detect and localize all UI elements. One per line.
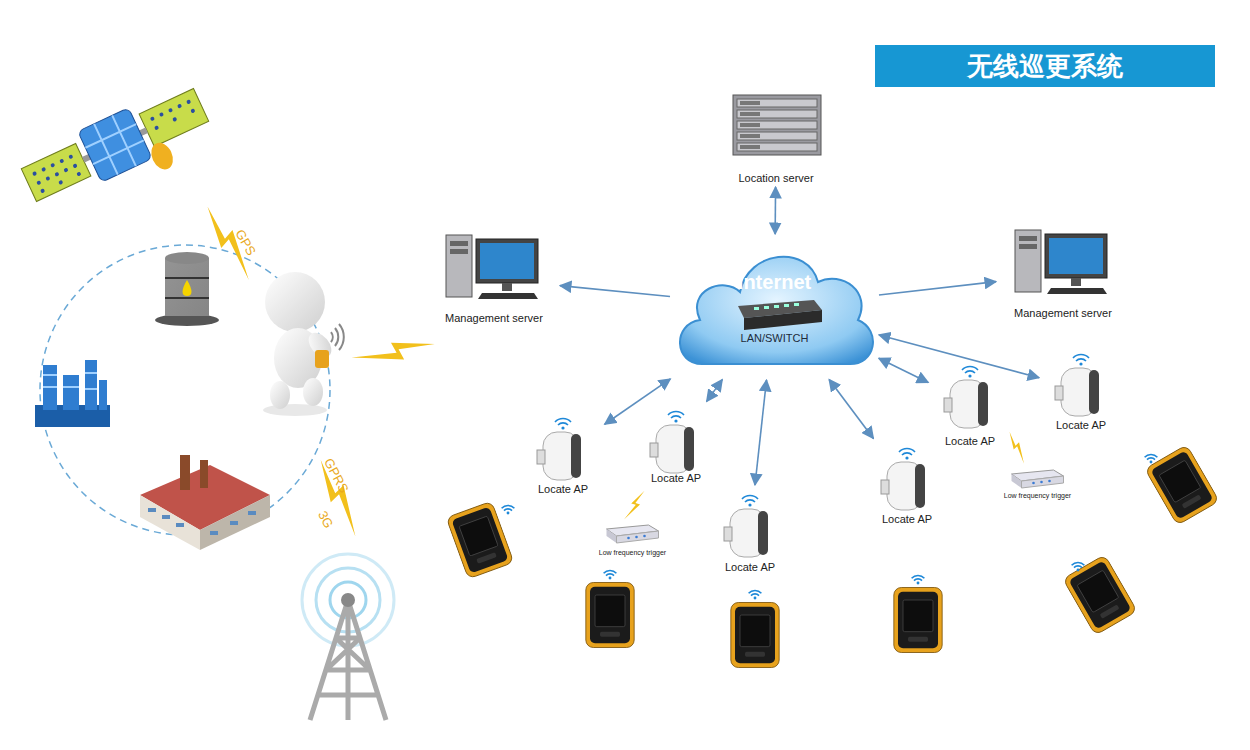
node-label: Locate AP	[651, 472, 701, 485]
network-link	[879, 358, 928, 382]
network-link	[829, 380, 873, 439]
server: Management server	[430, 233, 558, 325]
node-label: Management server	[445, 312, 543, 325]
node-label: Locate AP	[1056, 419, 1106, 432]
signal-label: 3G	[315, 508, 336, 530]
title-text: 无线巡更系统	[967, 49, 1123, 84]
network-link	[707, 380, 723, 402]
network-link	[605, 379, 671, 424]
network-link	[879, 282, 996, 295]
trigger-device: Low frequency trigger	[990, 466, 1085, 500]
network-link	[774, 187, 776, 234]
network-cloud: InternetLAN/SWITCH	[672, 236, 877, 378]
network-link	[755, 380, 767, 485]
access-point: Locate AP	[867, 440, 947, 526]
network-link	[560, 286, 670, 297]
node-label: Location server	[738, 172, 813, 185]
title-band: 无线巡更系统	[875, 45, 1215, 87]
server: Location server	[700, 93, 852, 185]
access-point: Locate AP	[930, 358, 1010, 448]
node-label: Locate AP	[538, 483, 588, 496]
node-label: Management server	[1014, 307, 1112, 320]
trigger-device: Low frequency trigger	[590, 521, 675, 557]
node-label: Low frequency trigger	[1004, 491, 1071, 500]
server: Management server	[998, 228, 1128, 320]
access-point: Locate AP	[1041, 346, 1121, 432]
node-label: LAN/SWITCH	[741, 332, 809, 345]
access-point: Locate AP	[636, 403, 716, 485]
node-label: Low frequency trigger	[599, 548, 666, 557]
node-label: Locate AP	[882, 513, 932, 526]
node-label: Locate AP	[725, 561, 775, 574]
access-point: Locate AP	[710, 487, 790, 574]
access-point: Locate AP	[523, 410, 603, 496]
node-label: Internet	[738, 270, 811, 294]
node-label: Locate AP	[945, 435, 995, 448]
network-link	[879, 335, 1039, 378]
